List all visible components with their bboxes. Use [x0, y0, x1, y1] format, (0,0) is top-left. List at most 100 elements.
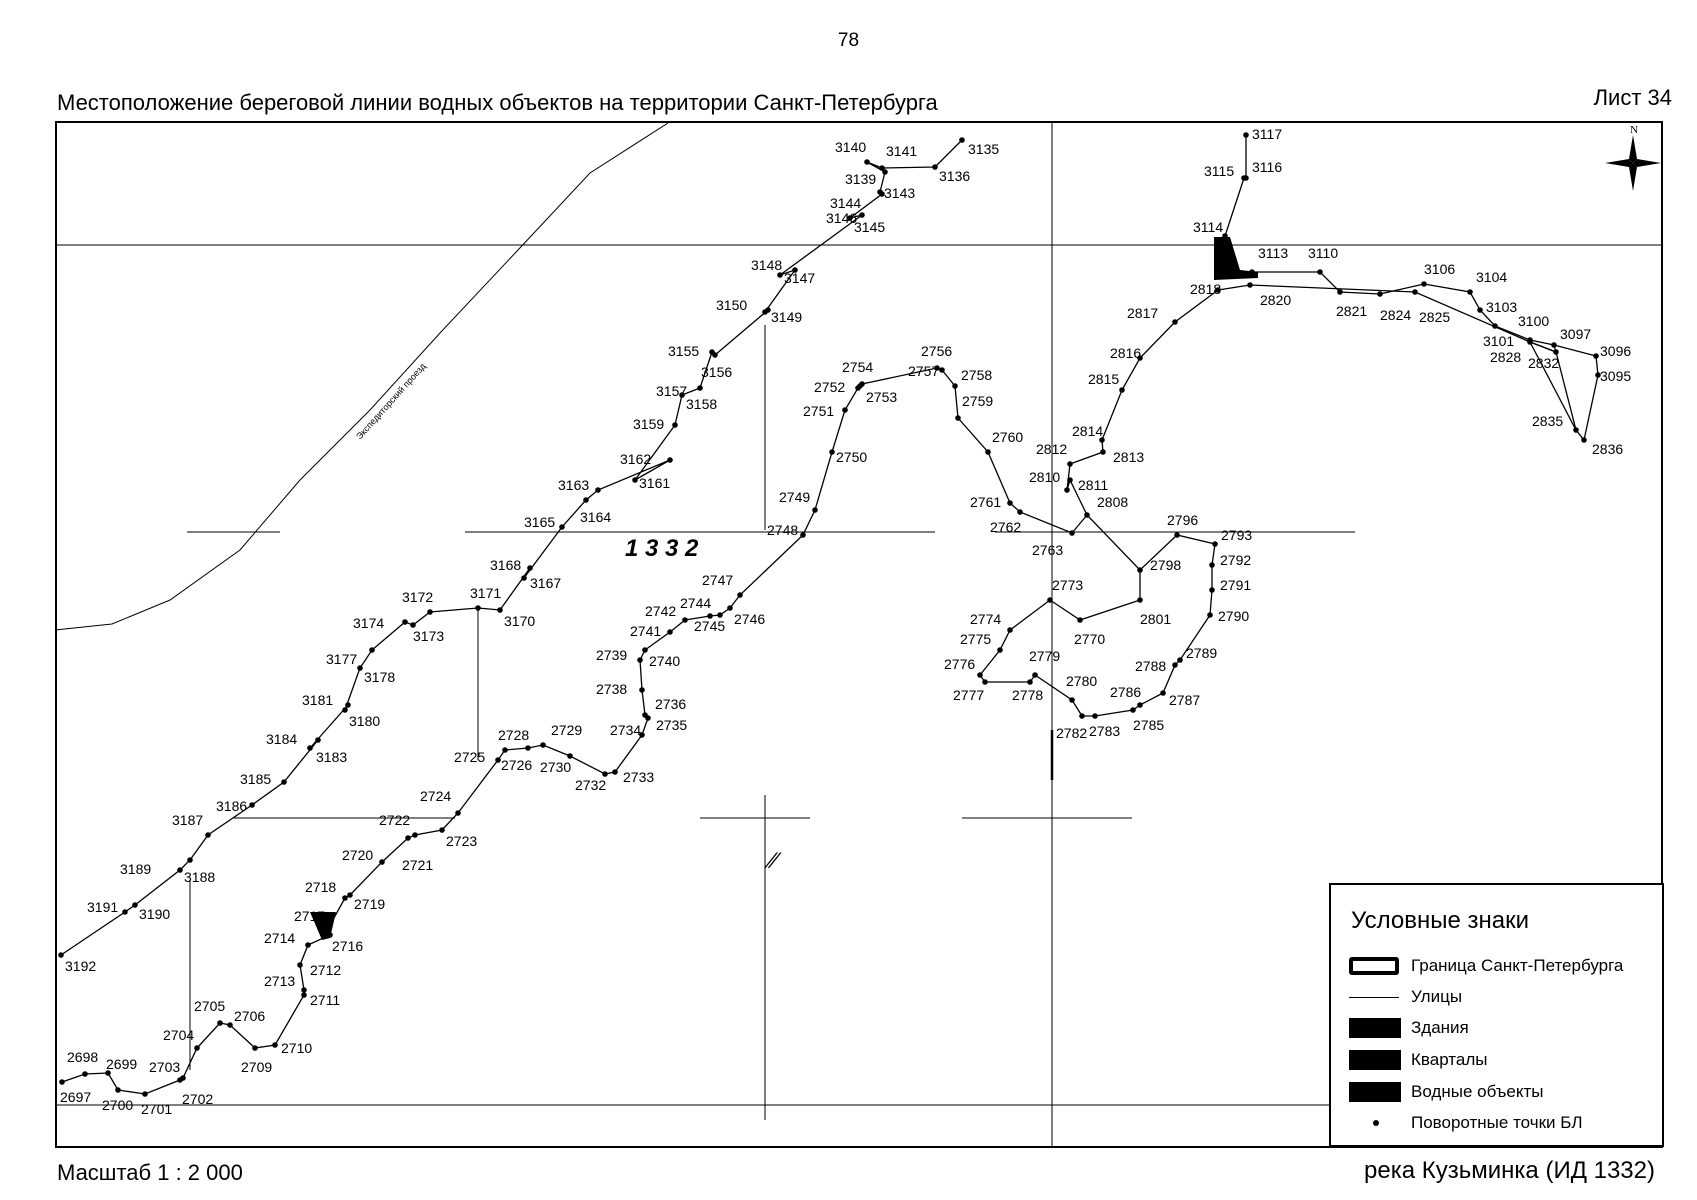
turning-point-marker: [1007, 500, 1013, 506]
point-label: 3101: [1483, 333, 1514, 349]
map-symbol: ⁄⁄: [764, 848, 783, 873]
street-label: Экспедиторский проезд: [354, 361, 428, 442]
turning-point-marker: [632, 477, 638, 483]
legend-item-buildings: Здания: [1349, 1017, 1469, 1039]
point-label: 3110: [1308, 245, 1338, 261]
turning-point-marker: [667, 457, 673, 463]
point-label: 2699: [106, 1056, 137, 1072]
point-label: 2820: [1260, 292, 1291, 308]
scale-label: Масштаб 1 : 2 000: [57, 1160, 243, 1185]
turning-point-marker: [777, 272, 783, 278]
turning-point-marker: [427, 609, 433, 615]
point-label: 2745: [694, 618, 725, 634]
river-caption: река Кузьминка (ИД 1332): [1364, 1157, 1655, 1184]
point-label: 3164: [580, 509, 611, 525]
point-label: 2736: [655, 696, 686, 712]
turning-point-marker: [737, 592, 743, 598]
point-label: 3173: [413, 628, 444, 644]
point-label: 3141: [886, 143, 917, 159]
turning-point-marker: [1137, 702, 1143, 708]
turning-point-marker: [115, 1087, 121, 1093]
object-id-label: 1 3 3 2: [625, 535, 699, 562]
point-label: 3155: [668, 343, 699, 359]
point-label: 2706: [234, 1008, 265, 1024]
point-label: 2697: [60, 1089, 91, 1105]
point-label: 2702: [182, 1091, 213, 1107]
point-label: 2791: [1220, 577, 1251, 593]
point-label: 2758: [961, 367, 992, 383]
point-label: 3188: [184, 869, 215, 885]
turning-point-marker: [327, 932, 333, 938]
turning-point-marker: [612, 769, 618, 775]
turning-point-marker: [187, 857, 193, 863]
turning-point-marker: [502, 747, 508, 753]
point-label: 2780: [1066, 673, 1097, 689]
turning-point-marker: [132, 902, 138, 908]
point-label: 3147: [784, 270, 815, 286]
point-label: 2779: [1029, 648, 1060, 664]
point-label: 2703: [149, 1059, 180, 1075]
turning-point-marker: [307, 745, 313, 751]
point-label: 3181: [302, 692, 333, 708]
turning-point-marker: [217, 1020, 223, 1026]
point-label: 3180: [349, 713, 380, 729]
turning-point-marker: [495, 757, 501, 763]
turning-point-marker: [1207, 612, 1213, 618]
turning-point-marker: [1007, 627, 1013, 633]
turning-point-marker: [1177, 657, 1183, 663]
point-label: 2750: [836, 449, 867, 465]
turning-point-marker: [1209, 562, 1215, 568]
turning-point-marker: [792, 267, 798, 273]
point-label: 2787: [1169, 692, 1200, 708]
point-label: 2709: [241, 1059, 272, 1075]
turning-point-marker: [727, 605, 733, 611]
page-number: 78: [837, 30, 860, 51]
point-label: 2760: [992, 429, 1023, 445]
turning-point-marker: [1243, 175, 1249, 181]
turning-point-marker: [252, 1045, 258, 1051]
turning-point-marker: [1017, 509, 1023, 515]
point-label: 2718: [305, 879, 336, 895]
turning-point-marker: [1247, 282, 1253, 288]
legend-item-boundary: Граница Санкт-Петербурга: [1349, 955, 1623, 977]
point-label: 3178: [364, 669, 395, 685]
shoreline-segment: [1224, 135, 1247, 237]
turning-point-marker: [1212, 541, 1218, 547]
legend-label: Улицы: [1411, 987, 1463, 1006]
point-label: 2785: [1133, 717, 1164, 733]
point-label: 2752: [814, 379, 845, 395]
legend-item-streets: Улицы: [1349, 986, 1462, 1008]
turning-point-marker: [1593, 353, 1599, 359]
turning-point-marker: [985, 449, 991, 455]
turning-point-marker: [1377, 291, 1383, 297]
point-label: 2719: [354, 896, 385, 912]
point-label: 3144: [830, 195, 861, 211]
compass-north-label: N: [1630, 124, 1638, 136]
point-label: 3139: [845, 171, 876, 187]
turning-point-marker: [859, 381, 865, 387]
point-label: 3165: [524, 514, 555, 530]
point-label: 2730: [540, 759, 571, 775]
point-label: 2721: [402, 857, 433, 873]
turning-point-marker: [1067, 461, 1073, 467]
turning-point-marker: [1047, 597, 1053, 603]
point-label: 3095: [1600, 368, 1631, 384]
point-label: 2710: [281, 1040, 312, 1056]
point-label: 3115: [1204, 163, 1234, 179]
point-label: 3145: [854, 219, 885, 235]
turning-point-marker: [1553, 349, 1559, 355]
turning-point-marker: [1079, 713, 1085, 719]
point-label: 2793: [1221, 527, 1252, 543]
turning-point-marker: [864, 159, 870, 165]
turning-point-marker: [194, 1045, 200, 1051]
turning-point-marker: [227, 1022, 233, 1028]
turning-point-marker: [439, 827, 445, 833]
turning-point-marker: [58, 952, 64, 958]
point-label: 3116: [1252, 159, 1282, 175]
turning-point-marker: [177, 867, 183, 873]
turning-point-marker: [1100, 449, 1106, 455]
point-label: 3158: [686, 396, 717, 412]
turning-point-marker: [1027, 679, 1033, 685]
point-label: 3156: [701, 364, 732, 380]
point-label: 3167: [530, 575, 561, 591]
